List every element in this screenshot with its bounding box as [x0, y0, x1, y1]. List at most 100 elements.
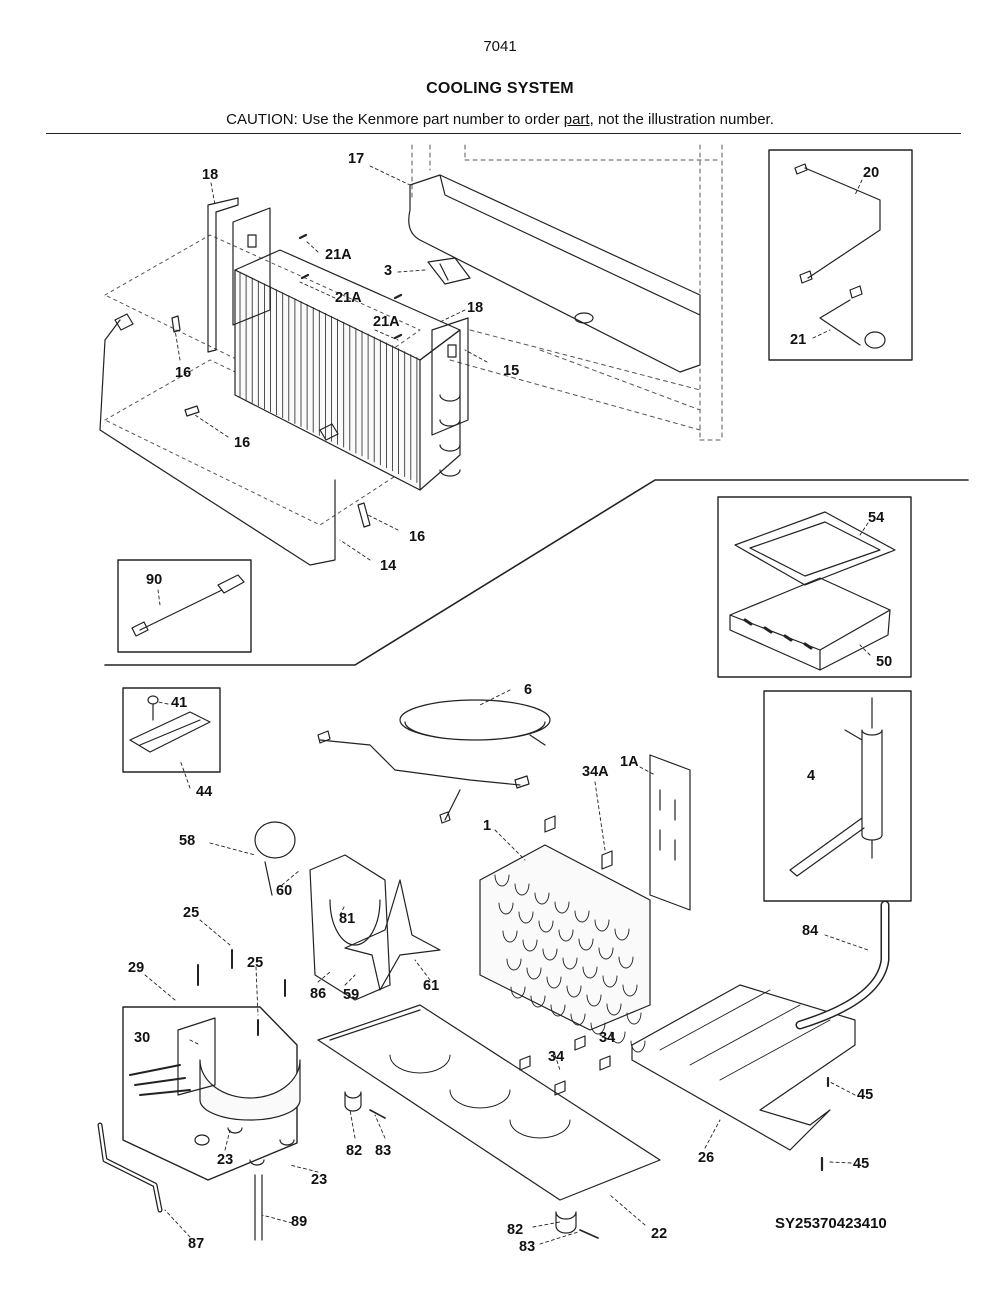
- thermistor-20: [794, 163, 881, 284]
- compressor-30: [199, 1059, 301, 1121]
- callout-90: 90: [146, 572, 163, 588]
- section-divider: [104, 479, 969, 666]
- frame-54: [734, 511, 896, 586]
- callout-60: 60: [276, 883, 293, 899]
- callout-82: 82: [346, 1143, 363, 1159]
- callout-1: 1: [483, 818, 492, 834]
- callout-58: 58: [179, 833, 196, 849]
- base-plate-22: [317, 1004, 661, 1201]
- condenser-coil-loop: [550, 1004, 566, 1017]
- callout-34: 34: [599, 1030, 616, 1046]
- condenser-coil-loop: [578, 938, 594, 951]
- power-cord-6: [319, 699, 551, 821]
- bracket-inset-box: [122, 687, 221, 773]
- condenser-coil-loop: [626, 1012, 642, 1025]
- condenser-coil-loop: [594, 919, 610, 932]
- grommet-34a: [544, 815, 613, 870]
- compressor-inset-box: [122, 1006, 298, 1181]
- condenser-coil-loop: [554, 901, 570, 914]
- callout-81: 81: [339, 911, 356, 927]
- callout-45: 45: [857, 1087, 874, 1103]
- callout-23: 23: [311, 1172, 328, 1188]
- fan-bracket-58: [254, 821, 296, 896]
- leader-lines: [144, 165, 871, 1245]
- end-plate-18-left: [232, 207, 271, 326]
- condenser-coil-loop: [558, 929, 574, 942]
- condenser-coil-loop: [534, 892, 550, 905]
- callout-16: 16: [175, 365, 192, 381]
- condenser-coil-loop: [602, 975, 618, 988]
- condenser-coil-loop: [566, 985, 582, 998]
- page-number: 7041: [483, 38, 517, 55]
- fan-blade-59: [344, 879, 441, 991]
- condenser-coil-loop: [526, 967, 542, 980]
- callout-16: 16: [234, 435, 251, 451]
- clip-3: [427, 257, 471, 285]
- callout-89: 89: [291, 1214, 308, 1230]
- caution-part-word: part: [563, 111, 590, 128]
- condenser-coil-loop: [598, 947, 614, 960]
- callout-18: 18: [202, 167, 219, 183]
- callout-84: 84: [802, 923, 819, 939]
- condenser-coil-loop: [590, 1022, 606, 1035]
- drier-4: [789, 697, 883, 877]
- callout-34: 34: [548, 1049, 565, 1065]
- callout-87: 87: [188, 1236, 205, 1252]
- caution-suffix: , not the illustration number.: [589, 111, 774, 128]
- callout-3: 3: [384, 263, 393, 279]
- callout-21a: 21A: [325, 247, 352, 263]
- condenser-coil-loop: [538, 920, 554, 933]
- callout-20: 20: [863, 165, 880, 181]
- condenser-coil-loop: [546, 976, 562, 989]
- condenser-coil-loop: [530, 995, 546, 1008]
- callout-22: 22: [651, 1226, 668, 1242]
- callout-6: 6: [524, 682, 533, 698]
- condenser-coil-loop: [574, 910, 590, 923]
- sensor-tube-14: [99, 319, 336, 566]
- callout-21a: 21A: [335, 290, 362, 306]
- condenser-coil-loop: [610, 1031, 626, 1044]
- duct-drain-hole: [574, 312, 594, 324]
- condenser-coil-loop: [498, 902, 514, 915]
- callout-21: 21: [790, 332, 807, 348]
- ice-tray-inset-box: [717, 496, 912, 678]
- condenser-1: [479, 844, 651, 1053]
- callout-4: 4: [807, 768, 816, 784]
- tool-inset-box: [117, 559, 252, 653]
- drain-pan-26: [631, 984, 856, 1151]
- callout-50: 50: [876, 654, 893, 670]
- evaporator-15: [234, 249, 461, 491]
- condenser-coil-loop: [494, 874, 510, 887]
- tray-50: [729, 577, 891, 671]
- back-plate-1a: [649, 754, 691, 911]
- sensor-inset-box: [768, 149, 913, 361]
- condenser-coil-loop: [570, 1013, 586, 1026]
- callout-23: 23: [217, 1152, 234, 1168]
- callout-15: 15: [503, 363, 520, 379]
- condenser-coil-loop: [502, 930, 518, 943]
- callout-1a: 1A: [620, 754, 639, 770]
- callout-86: 86: [310, 986, 327, 1002]
- fan-shroud: [309, 854, 391, 1001]
- evaporator-cover-duct: [408, 174, 701, 373]
- callout-25: 25: [183, 905, 200, 921]
- diagram-code: SY25370423410: [775, 1215, 887, 1232]
- callout-18: 18: [467, 300, 484, 316]
- screw-41: [147, 695, 159, 721]
- callout-83: 83: [375, 1143, 392, 1159]
- condenser-coil-loop: [614, 928, 630, 941]
- callout-61: 61: [423, 978, 440, 994]
- condenser-coil-loop: [622, 984, 638, 997]
- callout-17: 17: [348, 151, 365, 167]
- callout-59: 59: [343, 987, 360, 1003]
- bracket-44: [129, 711, 211, 753]
- header-rule: [46, 133, 961, 134]
- condenser-coil-loop: [630, 1040, 646, 1053]
- caution-prefix: CAUTION: Use the Kenmore part number to …: [226, 111, 564, 128]
- tube-87: [97, 1122, 163, 1213]
- callout-45: 45: [853, 1156, 870, 1172]
- callout-34a: 34A: [582, 764, 609, 780]
- callout-26: 26: [698, 1150, 715, 1166]
- condenser-coil-loop: [606, 1003, 622, 1016]
